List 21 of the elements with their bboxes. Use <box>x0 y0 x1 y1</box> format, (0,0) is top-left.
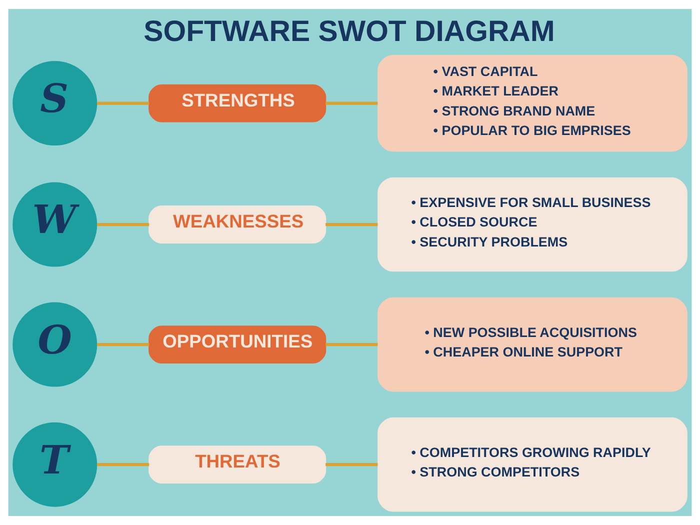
node-circle: S <box>12 61 98 146</box>
node-circle: O <box>12 302 98 387</box>
node-box: WEAKNESSES <box>148 206 326 244</box>
node-box: • VAST CAPITAL • MARKET LEADER • STRONG BRAND NAME • POPULAR TO BIG EMPRISES <box>378 54 688 152</box>
node-box: • EXPENSIVE FOR SMALL BUSINESS • CLOSED SOURCE • SECURITY PROBLEMS <box>378 177 688 272</box>
node-circle: W <box>12 182 98 267</box>
node-box: • COMPETITORS GROWING RAPIDLY • STRONG COMPETITORS <box>378 417 688 512</box>
connector <box>326 463 378 466</box>
diagram-title: SOFTWARE SWOT DIAGRAM <box>144 15 555 48</box>
node-box: THREATS <box>148 446 326 484</box>
connector <box>326 223 378 226</box>
node-box: OPPORTUNITIES <box>148 326 326 364</box>
node-box: • NEW POSSIBLE ACQUISITIONS • CHEAPER ONLINE SUPPORT <box>378 297 688 392</box>
connector <box>96 343 150 346</box>
connector <box>326 343 378 346</box>
connector <box>326 102 378 105</box>
node-circle: T <box>12 422 98 507</box>
connector <box>96 463 150 466</box>
connector <box>96 102 150 105</box>
node-box: STRENGTHS <box>148 84 326 122</box>
connector <box>96 223 150 226</box>
